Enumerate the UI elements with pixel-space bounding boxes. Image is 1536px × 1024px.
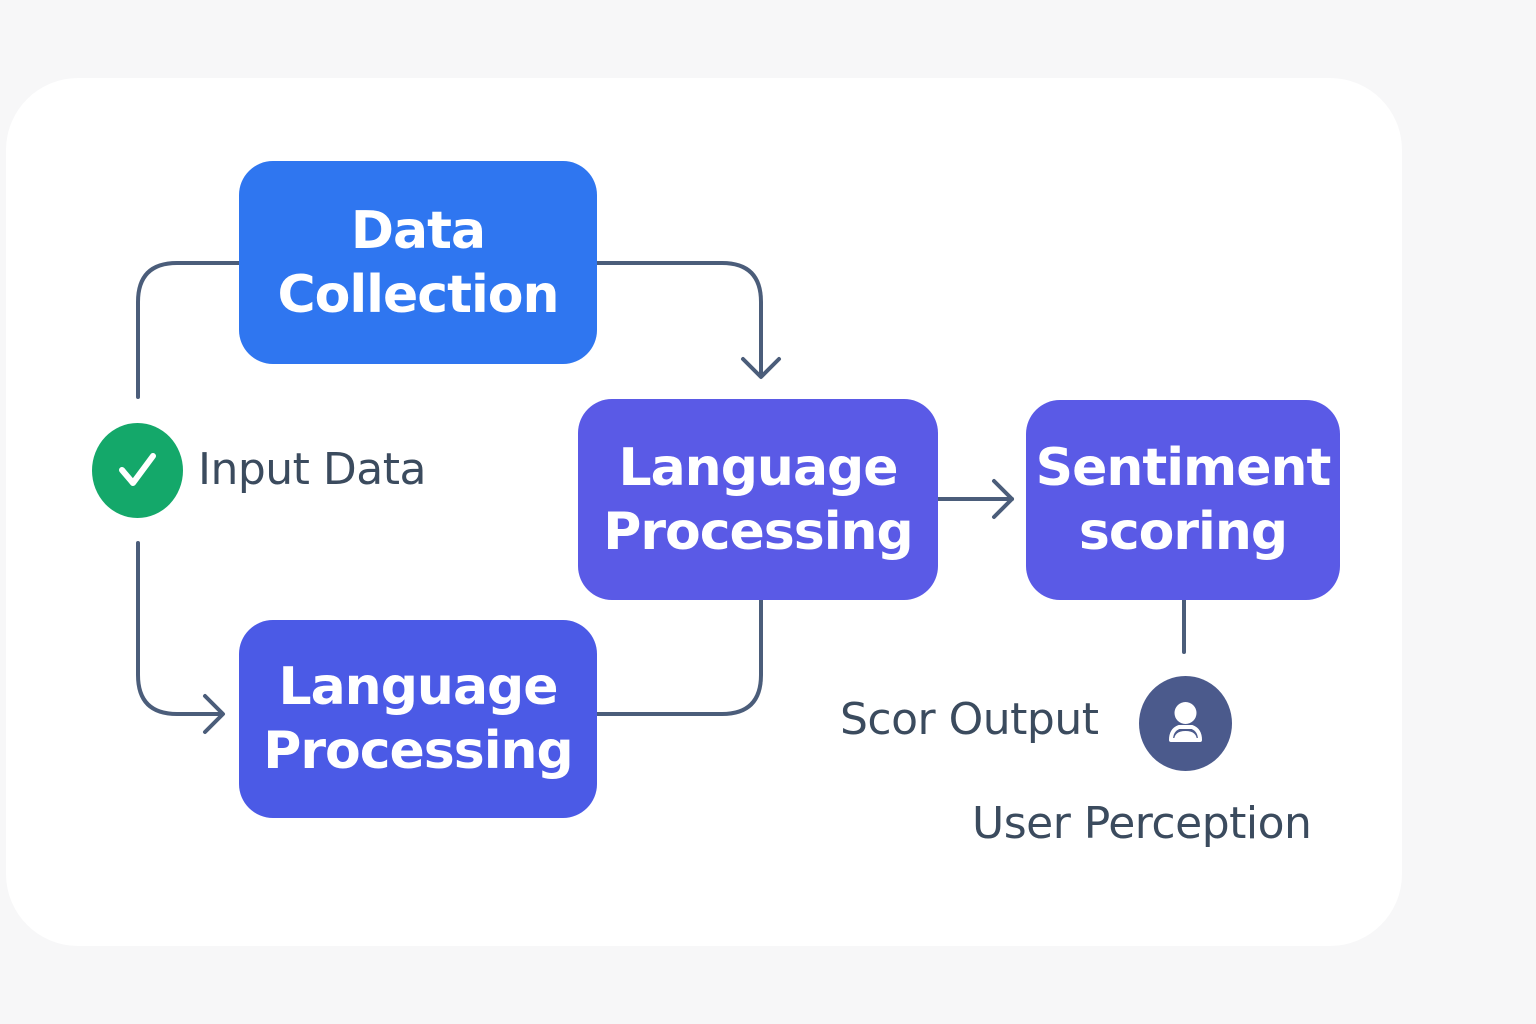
- arrowhead-down-icon: [741, 357, 781, 379]
- score-output-label: Scor Output: [840, 694, 1099, 745]
- node-label-line: scoring: [1078, 502, 1288, 562]
- language-processing-node[interactable]: Language Processing: [578, 399, 938, 600]
- data-collection-node[interactable]: Data Collection: [239, 161, 597, 364]
- arrowhead-right-icon: [203, 694, 225, 734]
- node-label-line: Processing: [263, 721, 574, 781]
- input-data-badge: [92, 423, 183, 518]
- connector-input-to-language-lower: [136, 541, 224, 716]
- sentiment-scoring-node[interactable]: Sentiment scoring: [1026, 400, 1340, 600]
- node-label-line: Processing: [603, 501, 914, 562]
- connector-language-lower-to-main: [595, 598, 763, 716]
- node-label-line: Sentiment: [1035, 438, 1332, 498]
- connector-collection-to-language: [595, 261, 763, 378]
- node-label-line: Language: [278, 657, 558, 717]
- check-icon: [119, 453, 156, 486]
- arrowhead-right-icon: [992, 479, 1014, 519]
- input-data-label: Input Data: [198, 444, 426, 495]
- node-label-line: Language: [618, 437, 898, 498]
- user-avatar: [1139, 676, 1232, 771]
- connector-input-to-collection: [136, 261, 241, 399]
- node-label-line: Collection: [277, 264, 559, 325]
- user-perception-label: User Perception: [972, 798, 1312, 849]
- language-processing-lower-node[interactable]: Language Processing: [239, 620, 597, 818]
- node-label-line: Data: [350, 200, 486, 261]
- user-icon: [1169, 702, 1202, 742]
